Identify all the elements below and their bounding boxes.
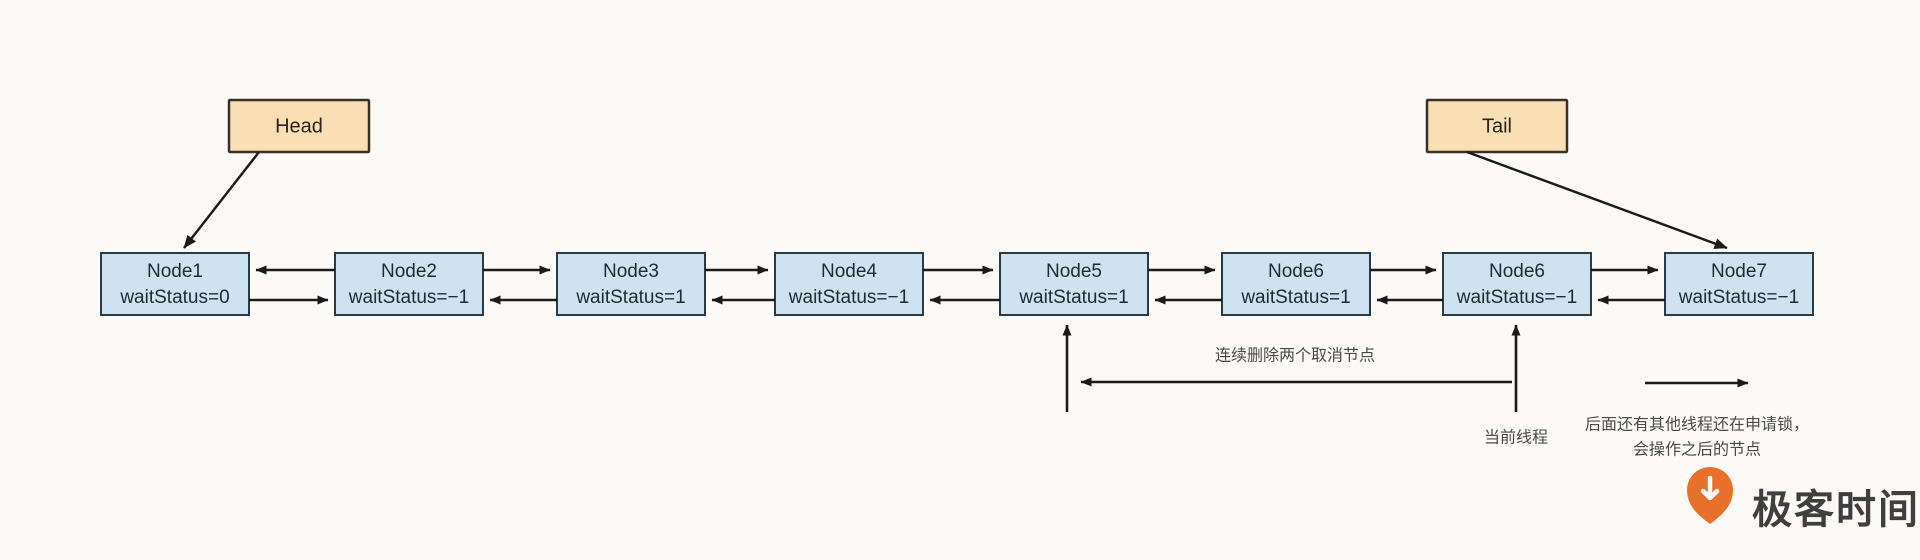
node-box-6[interactable]: Node6 waitStatus=−1 — [1442, 252, 1592, 316]
link-pair-2-3 — [705, 265, 775, 305]
node-box-4-name: Node5 — [1046, 261, 1102, 282]
node-box-7-name: Node7 — [1711, 261, 1767, 282]
node-box-7[interactable]: Node7 waitStatus=−1 — [1664, 252, 1814, 316]
link-pair-5-6 — [1370, 265, 1443, 305]
head-to-node1-arrow — [183, 151, 260, 249]
link-pair-4-5 — [1148, 265, 1222, 305]
annotation-later-threads-line2: 会操作之后的节点 — [1633, 440, 1761, 459]
node-box-3-name: Node4 — [821, 261, 877, 282]
watermark-brand-text: 极客时间 — [1752, 487, 1920, 533]
node-box-1[interactable]: Node2 waitStatus=−1 — [334, 252, 484, 316]
link-pair-3-4 — [923, 265, 1000, 305]
node-box-1-name: Node2 — [381, 261, 437, 282]
annotation-later-threads-line1: 后面还有其他线程还在申请锁， — [1585, 415, 1809, 434]
node-box-6-status: waitStatus=−1 — [1456, 287, 1577, 308]
node-box-0-name: Node1 — [147, 261, 203, 282]
annotation-delete-two-cancelled: 连续删除两个取消节点 — [1215, 346, 1375, 365]
annotation-current-thread: 当前线程 — [1484, 428, 1548, 447]
geektime-logo-icon — [1687, 467, 1733, 524]
node-box-3[interactable]: Node4 waitStatus=−1 — [774, 252, 924, 316]
link-pair-1-2 — [483, 265, 557, 305]
pointer-box-tail[interactable]: Tail — [1425, 98, 1569, 154]
node-box-0[interactable]: Node1 waitStatus=0 — [100, 252, 250, 316]
node-box-7-status: waitStatus=−1 — [1678, 287, 1799, 308]
node-box-1-status: waitStatus=−1 — [348, 287, 469, 308]
node-box-5-status: waitStatus=1 — [1240, 287, 1350, 308]
node-box-4[interactable]: Node5 waitStatus=1 — [999, 252, 1149, 316]
pointer-box-head[interactable]: Head — [227, 98, 371, 154]
pointer-box-tail-label: Tail — [1482, 115, 1512, 137]
node-box-5-name: Node6 — [1268, 261, 1324, 282]
link-pair-0-1 — [249, 265, 335, 305]
node-box-2-name: Node3 — [603, 261, 659, 282]
link-pair-6-7 — [1591, 265, 1665, 305]
node-box-3-status: waitStatus=−1 — [788, 287, 909, 308]
node-box-6-name: Node6 — [1489, 261, 1545, 282]
node-box-5[interactable]: Node6 waitStatus=1 — [1221, 252, 1371, 316]
tail-to-node7-arrow — [1466, 150, 1728, 250]
node-box-4-status: waitStatus=1 — [1018, 287, 1128, 308]
pointer-box-head-label: Head — [275, 115, 323, 137]
node-box-2[interactable]: Node3 waitStatus=1 — [556, 252, 706, 316]
node-box-0-status: waitStatus=0 — [119, 287, 229, 308]
node-box-2-status: waitStatus=1 — [575, 287, 685, 308]
